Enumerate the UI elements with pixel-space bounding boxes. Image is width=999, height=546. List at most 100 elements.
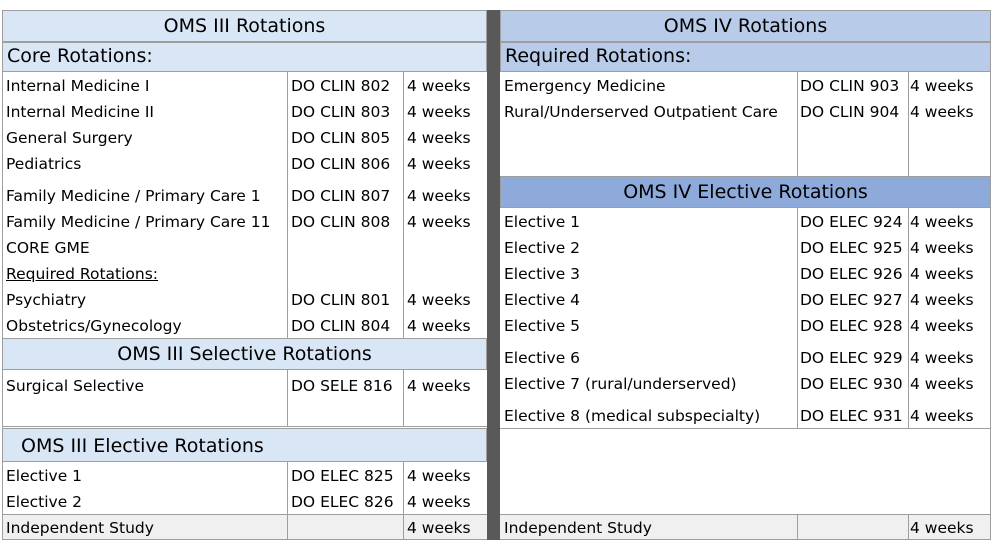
- grid-line: [2, 426, 487, 427]
- course-code: DO CLIN 808: [291, 212, 391, 231]
- course-code: DO CLIN 903: [800, 76, 900, 95]
- rotation-name: Internal Medicine I: [6, 76, 150, 95]
- grid-line: [287, 72, 288, 338]
- table-row: Rural/Underserved Outpatient Care DO CLI…: [500, 98, 991, 176]
- rotation-name: Family Medicine / Primary Care 11: [6, 212, 271, 231]
- oms4-required-header: Required Rotations:: [500, 42, 991, 72]
- duration: 4 weeks: [407, 518, 471, 537]
- oms3-selective-header: OMS III Selective Rotations: [2, 338, 487, 370]
- oms4-title: OMS IV Rotations: [663, 15, 828, 37]
- course-code: DO CLIN 807: [291, 186, 391, 205]
- table-row: Surgical Selective DO SELE 816 4 weeks: [2, 370, 487, 426]
- duration: 4 weeks: [407, 316, 471, 335]
- grid-line: [287, 370, 288, 426]
- grid-line: [2, 514, 487, 515]
- duration: 4 weeks: [407, 376, 471, 395]
- grid-line: [2, 10, 3, 540]
- rotation-name: Elective 4: [504, 290, 581, 309]
- grid-line: [797, 514, 798, 540]
- grid-line: [287, 462, 288, 540]
- table-row: Family Medicine / Primary Care 11 DO CLI…: [2, 208, 487, 234]
- duration: 4 weeks: [407, 290, 471, 309]
- table-row: Elective 2 DO ELEC 826 4 weeks: [2, 488, 487, 514]
- rotation-name: Elective 7 (rural/underserved): [504, 374, 737, 393]
- rotation-name: Rural/Underserved Outpatient Care: [504, 102, 778, 121]
- required-rotations-label-row: Required Rotations:: [2, 260, 487, 286]
- course-code: DO ELEC 925: [800, 238, 903, 257]
- rotation-name: Independent Study: [504, 518, 652, 537]
- table-row: CORE GME: [2, 234, 487, 260]
- course-code: DO SELE 816: [291, 376, 393, 395]
- duration: 4 weeks: [910, 518, 974, 537]
- table-row: Psychiatry DO CLIN 801 4 weeks: [2, 286, 487, 312]
- duration: 4 weeks: [407, 76, 471, 95]
- course-code: DO CLIN 801: [291, 290, 391, 309]
- course-code: DO CLIN 805: [291, 128, 391, 147]
- course-code: DO ELEC 926: [800, 264, 903, 283]
- table-row: General Surgery DO CLIN 805 4 weeks: [2, 124, 487, 150]
- duration: 4 weeks: [407, 186, 471, 205]
- duration: 4 weeks: [407, 492, 471, 511]
- grid-line: [990, 10, 991, 540]
- rotation-name: General Surgery: [6, 128, 133, 147]
- table-row-independent-study: Independent Study 4 weeks: [500, 514, 991, 540]
- rotation-name: Pediatrics: [6, 154, 82, 173]
- oms3-title-header: OMS III Rotations: [2, 10, 487, 42]
- duration: 4 weeks: [407, 212, 471, 231]
- duration: 4 weeks: [407, 154, 471, 173]
- course-code: DO CLIN 904: [800, 102, 900, 121]
- rotation-name: Independent Study: [6, 518, 154, 537]
- oms3-elective-header: OMS III Elective Rotations: [2, 428, 487, 462]
- grid-line: [797, 208, 798, 428]
- course-code: DO CLIN 802: [291, 76, 391, 95]
- course-code: DO ELEC 928: [800, 316, 903, 335]
- duration: 4 weeks: [407, 128, 471, 147]
- table-row: Family Medicine / Primary Care 1 DO CLIN…: [2, 176, 487, 208]
- required-rotations-label: Required Rotations:: [6, 264, 159, 283]
- duration: 4 weeks: [910, 406, 974, 425]
- duration: 4 weeks: [910, 316, 974, 335]
- oms3-selective-title: OMS III Selective Rotations: [117, 343, 372, 365]
- table-row: Elective 3 DO ELEC 926 4 weeks: [500, 260, 991, 286]
- grid-line: [500, 514, 991, 515]
- table-row-independent-study: Independent Study 4 weeks: [2, 514, 487, 540]
- grid-line: [908, 72, 909, 176]
- table-row: Elective 2 DO ELEC 925 4 weeks: [500, 234, 991, 260]
- grid-line: [403, 462, 404, 540]
- table-row: Elective 1 DO ELEC 825 4 weeks: [2, 462, 487, 488]
- grid-line: [2, 539, 487, 540]
- duration: 4 weeks: [407, 102, 471, 121]
- rotation-name: Psychiatry: [6, 290, 87, 309]
- rotation-name: Elective 2: [504, 238, 581, 257]
- table-row: Internal Medicine I DO CLIN 802 4 weeks: [2, 72, 487, 98]
- rotation-name: Elective 5: [504, 316, 581, 335]
- rotation-name: Elective 1: [6, 466, 83, 485]
- rotation-name: Elective 1: [504, 212, 581, 231]
- table-row: Elective 8 (medical subspecialty) DO ELE…: [500, 396, 991, 428]
- column-divider: [487, 10, 500, 540]
- table-row: Elective 6 DO ELEC 929 4 weeks: [500, 338, 991, 370]
- course-code: DO ELEC 929: [800, 348, 903, 367]
- rotation-name: CORE GME: [6, 238, 90, 257]
- duration: 4 weeks: [910, 76, 974, 95]
- grid-line: [500, 428, 991, 429]
- rotation-name: Family Medicine / Primary Care 1: [6, 186, 261, 205]
- course-code: DO CLIN 804: [291, 316, 391, 335]
- course-code: DO ELEC 825: [291, 466, 394, 485]
- oms4-elective-title: OMS IV Elective Rotations: [623, 181, 868, 203]
- oms3-core-label: Core Rotations:: [7, 45, 153, 67]
- oms4-title-header: OMS IV Rotations: [500, 10, 991, 42]
- duration: 4 weeks: [910, 212, 974, 231]
- table-row: Pediatrics DO CLIN 806 4 weeks: [2, 150, 487, 176]
- course-code: DO ELEC 931: [800, 406, 903, 425]
- duration: 4 weeks: [407, 466, 471, 485]
- grid-line: [797, 72, 798, 176]
- duration: 4 weeks: [910, 374, 974, 393]
- rotation-name: Elective 2: [6, 492, 83, 511]
- rotation-name: Internal Medicine II: [6, 102, 154, 121]
- duration: 4 weeks: [910, 290, 974, 309]
- rotation-name: Emergency Medicine: [504, 76, 666, 95]
- grid-line: [500, 539, 991, 540]
- course-code: DO ELEC 927: [800, 290, 903, 309]
